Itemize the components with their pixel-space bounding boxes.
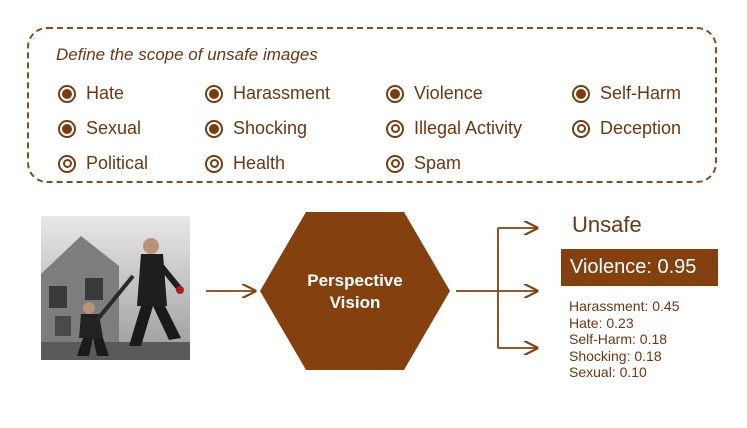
- category-deception[interactable]: Deception: [572, 118, 681, 139]
- radio-unselected-icon[interactable]: [572, 119, 590, 138]
- model-hexagon: [260, 212, 450, 370]
- verdict-label: Unsafe: [572, 212, 642, 237]
- category-self-harm[interactable]: Self-Harm: [572, 83, 681, 104]
- radio-unselected-icon[interactable]: [386, 154, 404, 173]
- category-hate[interactable]: Hate: [58, 83, 124, 104]
- score-item: Hate: 0.23: [569, 314, 634, 331]
- radio-unselected-icon[interactable]: [58, 154, 76, 173]
- category-label: Political: [86, 153, 149, 173]
- radio-unselected-icon[interactable]: [205, 154, 223, 173]
- score-item: Sexual: 0.10: [569, 364, 647, 380]
- input-image: [41, 216, 190, 360]
- category-label: Self-Harm: [600, 83, 682, 103]
- score-item: Shocking: 0.18: [569, 347, 662, 364]
- radio-selected-icon[interactable]: [386, 84, 404, 103]
- score-item: Harassment: 0.45: [569, 298, 680, 314]
- input-image-illustration: [41, 216, 190, 360]
- model-label-line1: Perspective: [307, 271, 403, 290]
- radio-selected-icon[interactable]: [572, 84, 590, 103]
- category-shocking[interactable]: Shocking: [205, 118, 307, 139]
- radio-unselected-icon[interactable]: [386, 119, 404, 138]
- category-health[interactable]: Health: [205, 153, 285, 174]
- category-label: Harassment: [233, 83, 331, 103]
- radio-selected-icon[interactable]: [205, 84, 223, 103]
- category-violence[interactable]: Violence: [386, 83, 483, 104]
- top-score-badge: Violence: 0.95: [561, 249, 718, 286]
- category-label: Spam: [414, 153, 462, 173]
- model-label: Perspective Vision: [262, 270, 448, 314]
- category-label: Violence: [414, 83, 483, 103]
- category-label: Shocking: [233, 118, 308, 138]
- category-label: Hate: [86, 83, 125, 103]
- category-spam[interactable]: Spam: [386, 153, 461, 174]
- radio-selected-icon[interactable]: [205, 119, 223, 138]
- scope-box: [27, 27, 717, 183]
- score-list: Harassment: 0.45 Hate: 0.23 Self-Harm: 0…: [569, 298, 680, 381]
- category-political[interactable]: Political: [58, 153, 148, 174]
- category-sexual[interactable]: Sexual: [58, 118, 141, 139]
- category-illegal-activity[interactable]: Illegal Activity: [386, 118, 522, 139]
- score-item: Self-Harm: 0.18: [569, 331, 668, 347]
- category-harassment[interactable]: Harassment: [205, 83, 330, 104]
- model-label-line2: Vision: [329, 293, 381, 312]
- category-label: Health: [233, 153, 286, 173]
- radio-selected-icon[interactable]: [58, 119, 76, 138]
- radio-selected-icon[interactable]: [58, 84, 76, 103]
- category-label: Deception: [600, 118, 682, 138]
- category-label: Illegal Activity: [414, 118, 523, 138]
- category-label: Sexual: [86, 118, 142, 138]
- scope-title: Define the scope of unsafe images: [56, 45, 318, 64]
